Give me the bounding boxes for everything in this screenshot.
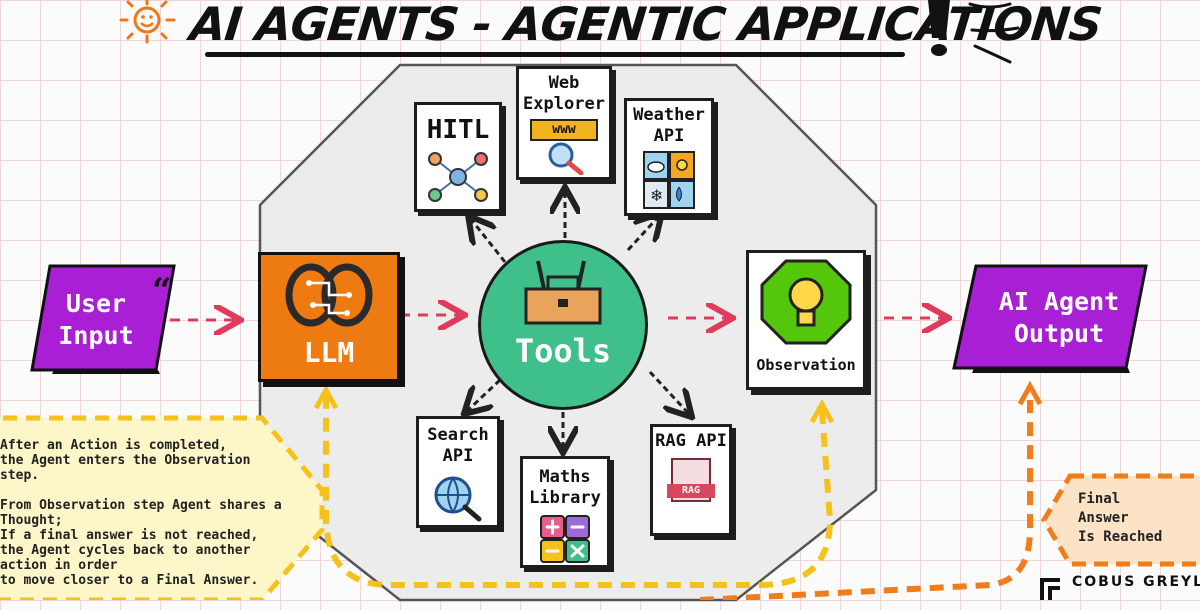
user-input-label: User Input: [58, 289, 134, 350]
sun-icon: [119, 0, 176, 44]
search-api-label: Search API: [427, 425, 489, 466]
tools-node: Tools: [478, 240, 648, 410]
tool-maths-library: Maths Library: [520, 456, 610, 568]
arrow-tools-to-hitl: [470, 218, 507, 263]
tool-search-api: Search API: [416, 416, 500, 528]
rag-badge: RAG: [667, 484, 715, 498]
magnifier-icon: [548, 142, 584, 175]
brand-name: COBUS GREYLING: [1072, 574, 1200, 590]
brain-icon: [285, 263, 373, 327]
note-shape: [0, 415, 325, 600]
tool-hitl: HITL: [414, 102, 502, 212]
svg-text:❄: ❄: [650, 186, 663, 205]
tool-weather-api: Weather API ❄: [624, 98, 714, 216]
arrow-tools-to-weather: [626, 215, 660, 252]
final-answer-label: Final Answer Is Reached: [1078, 491, 1163, 545]
calculator-icon: [540, 515, 590, 563]
maths-library-label: Maths Library: [529, 467, 601, 508]
loop-to-final-output: [699, 400, 1033, 600]
observation-node: Observation: [746, 250, 866, 390]
brand-logo-icon: [1040, 578, 1060, 600]
weather-api-label: Weather API: [633, 105, 705, 146]
toolbox-icon: [524, 260, 602, 325]
explanation-note: After an Action is completed, the Agent …: [0, 438, 282, 588]
globe-search-icon: [434, 476, 482, 522]
web-explorer-label: Web Explorer: [523, 73, 605, 114]
svg-text:“: “: [152, 271, 172, 311]
tool-web-explorer: Web Explorer www: [516, 66, 612, 180]
hitl-label: HITL: [426, 115, 490, 145]
arrow-tools-to-rag: [648, 370, 690, 415]
lightbulb-icon: [760, 259, 852, 345]
weather-icon: ❄: [643, 151, 695, 209]
output-shape: [952, 264, 1148, 373]
exclamation-icon: [928, 0, 1020, 64]
www-badge: www: [530, 119, 598, 141]
title-underline: [205, 52, 905, 57]
final-answer-shape: [1041, 473, 1200, 567]
user-input-shape: “: [30, 264, 176, 374]
output-label: AI Agent Output: [998, 287, 1120, 348]
loop-observation-to-llm: [323, 395, 834, 588]
tool-rag-api: RAG API RAG: [650, 424, 732, 536]
arrow-tools-to-search: [466, 378, 502, 412]
rag-api-label: RAG API: [655, 431, 727, 451]
observation-label: Observation: [756, 356, 856, 374]
network-people-icon: [428, 152, 488, 202]
rag-file-icon: RAG: [667, 458, 715, 502]
tools-label: Tools: [514, 332, 612, 370]
llm-node: LLM: [258, 252, 400, 382]
llm-label: LLM: [303, 336, 355, 369]
